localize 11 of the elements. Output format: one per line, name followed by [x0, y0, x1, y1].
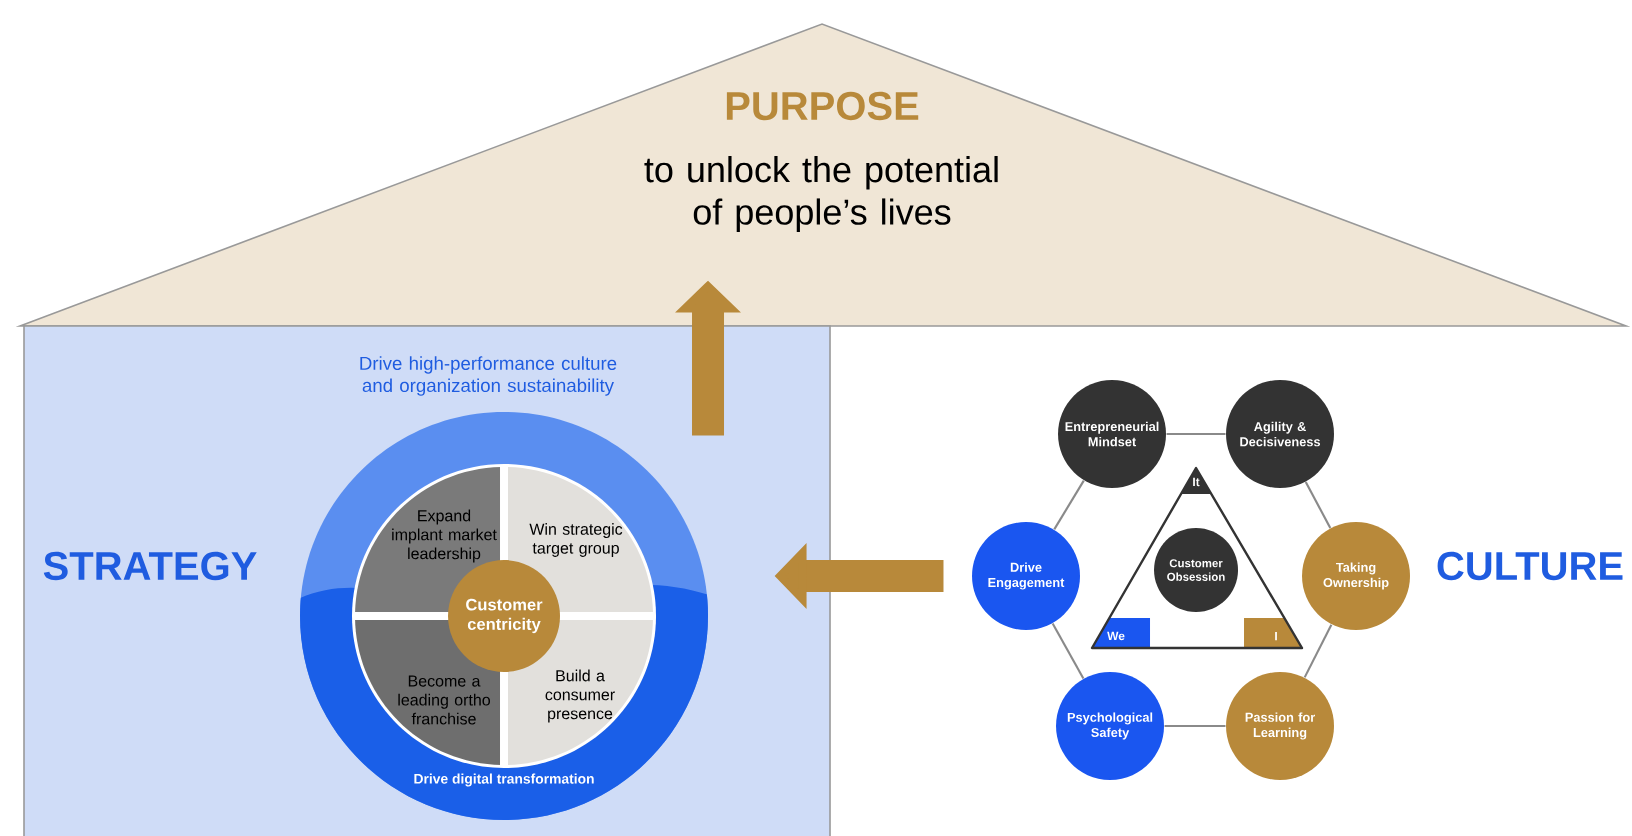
quadrant-text: Build a consumer presence — [545, 669, 615, 723]
connector-line — [1303, 624, 1333, 678]
connector-line — [1051, 623, 1085, 679]
connector-line — [1304, 481, 1332, 529]
quadrant-text: Become a leading ortho franchise — [398, 675, 491, 725]
connector-line — [1053, 480, 1085, 530]
quadrant-text: Win strategic target group — [529, 523, 623, 557]
connector-line — [1166, 432, 1226, 436]
quadrant-text: Expand implant market leadership — [392, 509, 497, 563]
connector-line — [1164, 724, 1226, 728]
node-label: Drive high-performance culture and organization sustainability — [360, 356, 617, 396]
